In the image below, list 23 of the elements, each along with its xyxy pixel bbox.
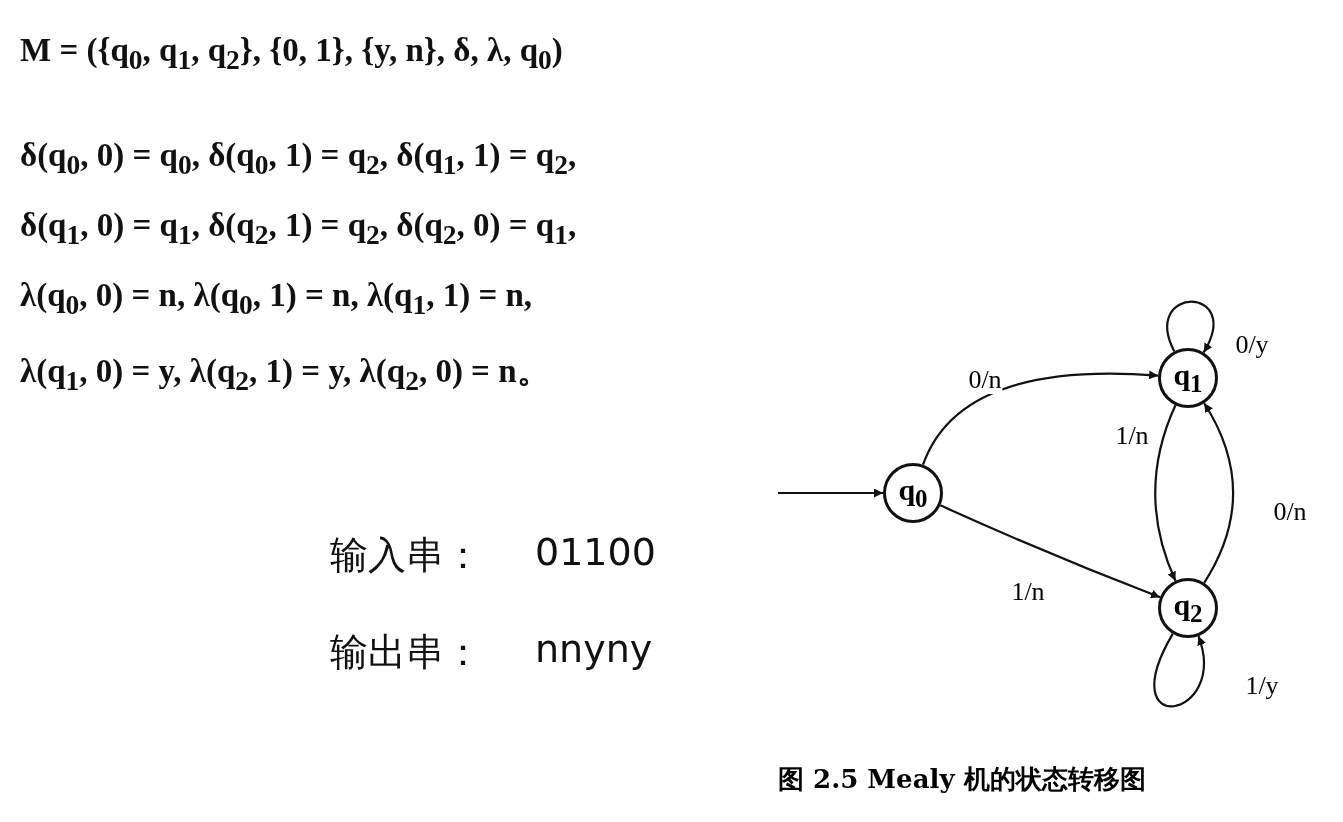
formula-text: δ(q$_{0}$, 0) = q$_{0}$, δ(q$_{0}$, 1) = q$_{2}$, δ(q$_{1}$, 1) = q$_{2}$, (20, 137, 577, 181)
transition-arrow (1154, 404, 1177, 582)
formula-text: λ(q$_{1}$, 0) = y, λ(q$_{2}$, 1) = y, λ(q$_{2}$, 0) = n。 (20, 352, 550, 397)
transition-arrow (939, 504, 1161, 599)
string-text: nnyny (535, 627, 653, 671)
string-text: 输入串： (330, 532, 482, 579)
formula-text: M = ({q$_{0}$, q$_{1}$, q$_{2}$}, {0, 1}, {y, n}, δ, λ, q$_{0}$) (20, 32, 563, 76)
transition-arrow (1153, 633, 1206, 708)
formula-text: δ(q$_{1}$, 0) = q$_{1}$, δ(q$_{2}$, 1) = q$_{2}$, δ(q$_{2}$, 0) = q$_{1}$, (20, 207, 577, 251)
formula-text: λ(q$_{0}$, 0) = n, λ(q$_{0}$, 1) = n, λ(q$_{1}$, 1) = n, (20, 277, 533, 321)
transition-arrow (1203, 402, 1235, 584)
figure-caption: 图 2.5 Mealy 机的状态转移图 (778, 763, 1146, 796)
state-label: q$_{2}$ (1173, 590, 1203, 626)
state-circle (1158, 578, 1218, 638)
state-circle (1158, 348, 1218, 408)
state-circle (883, 463, 943, 523)
transition-arrow (1166, 300, 1215, 353)
string-text: 01100 (535, 530, 656, 574)
transition-arrow (922, 370, 1159, 466)
state-label: q$_{0}$ (898, 475, 928, 511)
state-label: q$_{1}$ (1173, 360, 1203, 396)
transition-arrow (778, 488, 883, 498)
string-text: 输出串： (330, 629, 482, 676)
